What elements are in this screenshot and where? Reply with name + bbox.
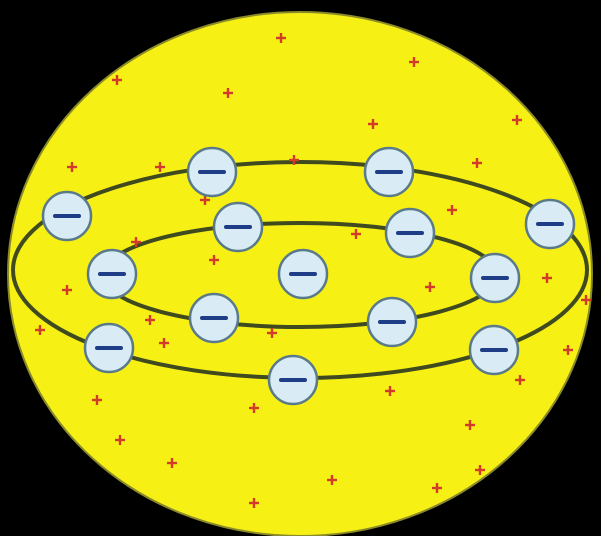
positive-charge-icon <box>112 75 122 85</box>
electron-icon <box>277 248 329 300</box>
positive-charge-icon <box>267 328 277 338</box>
positive-charge-icon <box>249 403 259 413</box>
electron-icon <box>86 248 138 300</box>
positive-charge-icon <box>425 282 435 292</box>
positive-charge-icon <box>115 435 125 445</box>
positive-charge-icon <box>465 420 475 430</box>
electron-icon <box>363 146 415 198</box>
positive-charge-icon <box>145 315 155 325</box>
positive-charge-icon <box>327 475 337 485</box>
electron-icon <box>83 322 135 374</box>
positive-charges <box>35 33 591 508</box>
positive-charge-icon <box>155 162 165 172</box>
electrons <box>41 146 576 406</box>
positive-charge-icon <box>475 465 485 475</box>
positive-charge-icon <box>159 338 169 348</box>
electron-icon <box>188 292 240 344</box>
positive-charge-icon <box>35 325 45 335</box>
positive-charge-icon <box>62 285 72 295</box>
positive-charge-icon <box>447 205 457 215</box>
positive-charge-icon <box>209 255 219 265</box>
electron-icon <box>366 296 418 348</box>
positive-charge-icon <box>223 88 233 98</box>
positive-charge-icon <box>563 345 573 355</box>
positive-charge-icon <box>385 386 395 396</box>
electron-icon <box>469 252 521 304</box>
positive-charge-icon <box>200 195 210 205</box>
positive-charge-icon <box>351 229 361 239</box>
positive-charge-icon <box>432 483 442 493</box>
electron-icon <box>384 207 436 259</box>
positive-charge-icon <box>368 119 378 129</box>
positive-charge-icon <box>542 273 552 283</box>
positive-charge-icon <box>131 237 141 247</box>
positive-charge-icon <box>67 162 77 172</box>
electron-icon <box>267 354 319 406</box>
positive-charge-icon <box>472 158 482 168</box>
electron-icon <box>468 324 520 376</box>
electron-icon <box>186 146 238 198</box>
positive-charge-icon <box>249 498 259 508</box>
positive-charge-icon <box>512 115 522 125</box>
electron-icon <box>41 190 93 242</box>
positive-charge-icon <box>515 375 525 385</box>
positive-charge-icon <box>581 295 591 305</box>
positive-charge-icon <box>167 458 177 468</box>
electron-icon <box>524 198 576 250</box>
positive-charge-icon <box>409 57 419 67</box>
positive-charge-icon <box>276 33 286 43</box>
positive-charge-icon <box>92 395 102 405</box>
electron-icon <box>212 201 264 253</box>
positive-charge-icon <box>289 155 299 165</box>
